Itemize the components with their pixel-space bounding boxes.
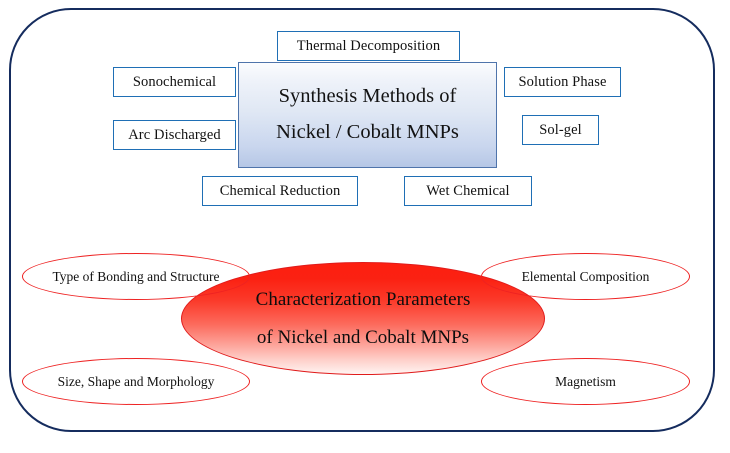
method-box-label: Arc Discharged (128, 126, 221, 143)
method-box-label: Solution Phase (518, 73, 607, 90)
characterization-title-line-2: of Nickel and Cobalt MNPs (256, 326, 470, 348)
method-box-arc-discharged[interactable]: Arc Discharged (113, 120, 236, 150)
parameter-ellipse-elemental-composition[interactable]: Elemental Composition (481, 253, 690, 300)
synthesis-title-line-1: Synthesis Methods of (278, 85, 457, 108)
parameter-ellipse-label: Elemental Composition (521, 268, 650, 284)
method-box-label: Chemical Reduction (219, 182, 341, 199)
method-box-chemical-reduction[interactable]: Chemical Reduction (202, 176, 358, 206)
method-box-thermal-decomposition[interactable]: Thermal Decomposition (277, 31, 460, 61)
synthesis-methods-center-box[interactable]: Synthesis Methods of Nickel / Cobalt MNP… (238, 62, 497, 168)
method-box-sol-gel[interactable]: Sol-gel (522, 115, 599, 145)
parameter-ellipse-label: Type of Bonding and Structure (52, 268, 220, 284)
parameter-ellipse-label: Magnetism (555, 373, 616, 389)
parameter-ellipse-type-of-bonding-and-structure[interactable]: Type of Bonding and Structure (22, 253, 250, 300)
method-box-wet-chemical[interactable]: Wet Chemical (404, 176, 532, 206)
parameter-ellipse-magnetism[interactable]: Magnetism (481, 358, 690, 405)
method-box-solution-phase[interactable]: Solution Phase (504, 67, 621, 97)
method-box-label: Sonochemical (132, 73, 217, 90)
parameter-ellipse-size-shape-and-morphology[interactable]: Size, Shape and Morphology (22, 358, 250, 405)
method-box-label: Thermal Decomposition (296, 37, 441, 54)
parameter-ellipse-label: Size, Shape and Morphology (57, 373, 215, 389)
method-box-label: Sol-gel (539, 121, 582, 138)
characterization-title-line-1: Characterization Parameters (255, 289, 471, 311)
outer-frame-border (9, 8, 715, 432)
synthesis-title-line-2: Nickel / Cobalt MNPs (276, 121, 459, 143)
method-box-sonochemical[interactable]: Sonochemical (113, 67, 236, 97)
method-box-label: Wet Chemical (426, 182, 510, 199)
